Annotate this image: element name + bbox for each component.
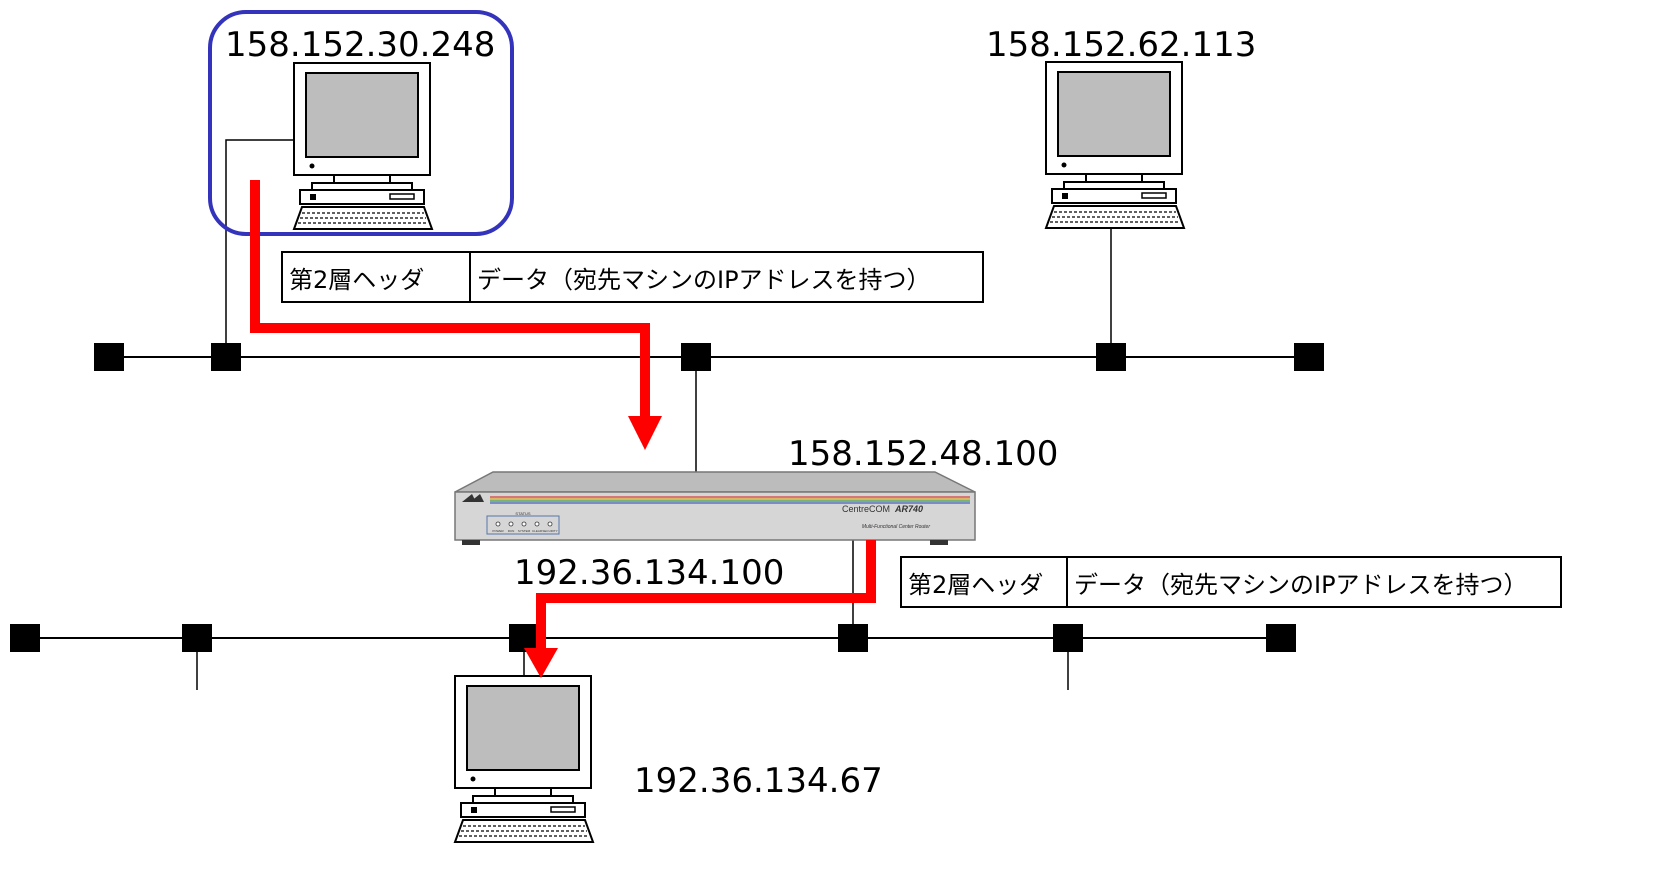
router-led-label: RUN	[508, 529, 515, 533]
arrow-to-router	[628, 416, 662, 450]
sender-computer	[293, 62, 433, 230]
router-status-label: STATUS	[515, 511, 531, 516]
tap-receiver	[509, 624, 539, 652]
tap-bottom-1	[182, 624, 212, 652]
sender-highlight-box	[208, 10, 514, 236]
router-device: STATUS POWER RUN SYSTEM CLEAR SECURITY C…	[454, 471, 976, 545]
router-upper-ip-label: 158.152.48.100	[788, 434, 1059, 474]
frame-upper-header: 第2層ヘッダ	[289, 265, 425, 294]
router-led-label: POWER	[492, 529, 504, 533]
tap-sender	[211, 343, 241, 371]
sender-ip-label: 158.152.30.248	[225, 25, 496, 65]
router-lower-ip-label: 192.36.134.100	[514, 553, 785, 593]
packet-path-upper	[250, 180, 650, 418]
frame-lower-payload: データ（宛先マシンのIPアドレスを持つ）	[1066, 558, 1560, 606]
terminator-top-right	[1294, 343, 1324, 371]
top-right-computer	[1045, 61, 1185, 229]
tap-top-right-host	[1096, 343, 1126, 371]
terminator-top-left	[94, 343, 124, 371]
router-led-label: SYSTEM	[518, 529, 531, 533]
tap-bottom-4	[1053, 624, 1083, 652]
terminator-bottom-left	[10, 624, 40, 652]
tap-router-lower	[838, 624, 868, 652]
top-right-ip-label: 158.152.62.113	[986, 25, 1257, 65]
frame-upper: 第2層ヘッダ データ（宛先マシンのIPアドレスを持つ）	[281, 251, 984, 303]
terminator-bottom-right	[1266, 624, 1296, 652]
router-subtitle: Multi-Functional Center Router	[862, 524, 930, 530]
router-led-label: SECURITY	[542, 529, 557, 533]
packet-path-lower	[536, 540, 876, 650]
frame-lower: 第2層ヘッダ データ（宛先マシンのIPアドレスを持つ）	[900, 556, 1562, 608]
receiver-computer	[454, 675, 594, 843]
receiver-ip-label: 192.36.134.67	[634, 761, 883, 801]
router-led-label: CLEAR	[532, 529, 543, 533]
router-brand: CentreCOM	[842, 504, 890, 514]
arrow-to-receiver	[524, 648, 558, 678]
frame-lower-header: 第2層ヘッダ	[908, 570, 1044, 599]
tap-router-upper	[681, 343, 711, 371]
router-model: AR740	[894, 504, 923, 514]
frame-upper-payload: データ（宛先マシンのIPアドレスを持つ）	[469, 253, 982, 301]
